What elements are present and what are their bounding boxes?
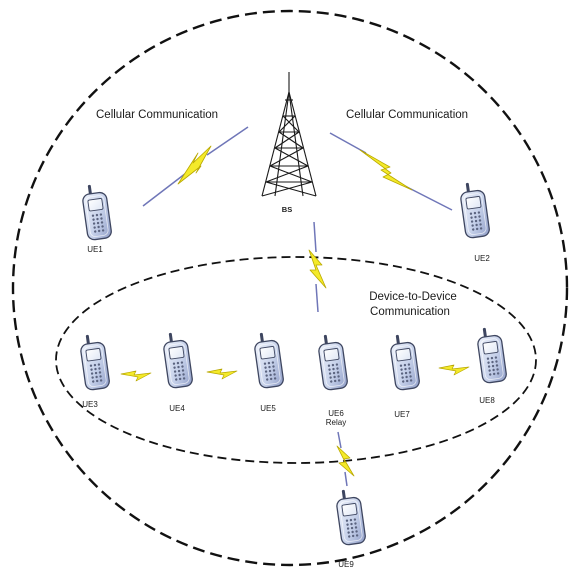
lightning-bolt-icon (336, 445, 355, 477)
ue3-phone-icon (78, 332, 111, 392)
ue5-label: UE5 (260, 404, 276, 413)
ue2-phone-icon (458, 180, 491, 240)
ue1-phone-icon (80, 182, 113, 242)
lightning-bolt-icon (359, 149, 413, 191)
cellular-label-right: Cellular Communication (346, 109, 469, 121)
ue7-label: UE7 (394, 410, 410, 419)
ue2-label: UE2 (474, 254, 490, 263)
relay-link-ue9 (336, 431, 355, 487)
bs-label: BS (281, 205, 293, 214)
d2d-link-ue3-ue4-icon (120, 370, 152, 382)
cell-coverage-boundary (11, 9, 569, 567)
ue9-phone-icon (334, 487, 367, 547)
ue4-phone-icon (161, 330, 194, 390)
d2d-label-line1: Device-to-Device (369, 291, 457, 303)
ue8-label: UE8 (479, 396, 495, 405)
cellular-link-relay (308, 221, 327, 313)
lightning-bolt-icon (308, 249, 327, 289)
d2d-label-line2: Communication (370, 306, 450, 318)
ue4-label: UE4 (169, 404, 185, 413)
d2d-link-ue4-ue5-icon (206, 368, 238, 380)
ue6-phone-icon (316, 332, 349, 392)
cellular-label-left: Cellular Communication (96, 109, 219, 121)
cellular-link-ue2 (329, 132, 453, 211)
ue7-phone-icon (388, 332, 421, 392)
ue6-relay-label: Relay (325, 418, 347, 427)
d2d-cluster-boundary (55, 256, 537, 464)
d2d-link-ue7-ue8-icon (438, 364, 470, 376)
ue1-label: UE1 (87, 245, 103, 254)
base-station-tower-icon (261, 72, 317, 197)
ue8-phone-icon (475, 325, 508, 385)
ue5-phone-icon (252, 330, 285, 390)
lightning-bolt-icon (177, 145, 212, 185)
ue3-label: UE3 (82, 400, 98, 409)
cellular-link-ue1 (142, 126, 249, 207)
ue6-label: UE6 (328, 409, 344, 418)
ue9-label: UE9 (338, 560, 354, 569)
